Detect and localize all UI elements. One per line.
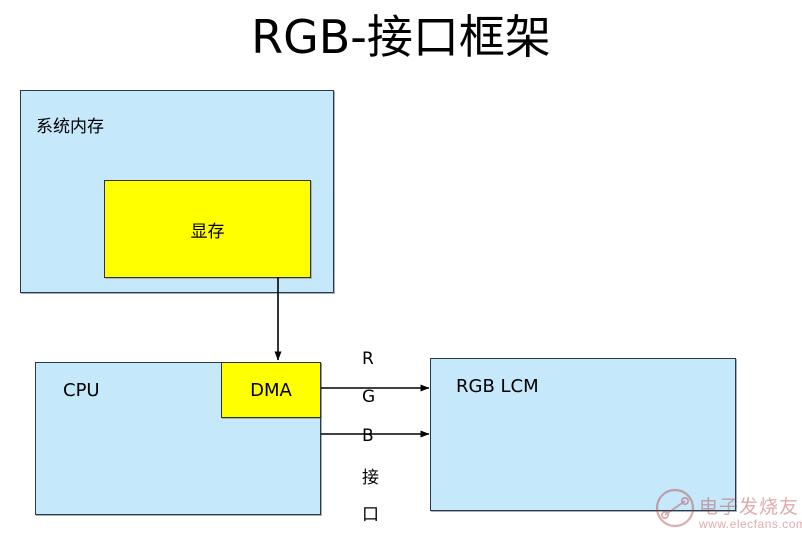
signal-label-b: B	[362, 426, 374, 446]
block-rgb-lcm	[430, 358, 736, 511]
block-rgb-lcm-label: RGB LCM	[456, 376, 539, 397]
signal-label-g: G	[362, 387, 376, 407]
block-system-memory-label: 系统内存	[36, 117, 104, 137]
block-video-memory	[104, 180, 311, 278]
signal-label-r: R	[362, 349, 374, 369]
block-dma	[221, 362, 321, 418]
block-dma-label: DMA	[250, 379, 292, 401]
signal-label-kou: 口	[362, 505, 379, 525]
block-cpu-label: CPU	[63, 380, 100, 401]
watermark-url: www.elecfans.com	[699, 517, 802, 531]
page-title: RGB-接口框架	[251, 10, 551, 64]
block-video-memory-label: 显存	[190, 221, 225, 242]
signal-label-jie: 接	[362, 468, 379, 488]
